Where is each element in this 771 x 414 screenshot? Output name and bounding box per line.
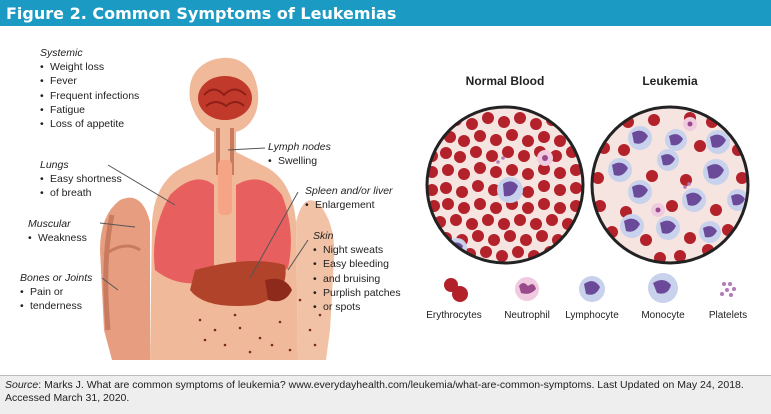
skin-item: Purplish patches: [313, 286, 401, 300]
legend-neutrophil: Neutrophil: [504, 310, 550, 321]
human-body-icon: [100, 57, 335, 360]
systemic-item: Fever: [40, 74, 139, 88]
source-footer: Source: Marks J. What are common symptom…: [0, 375, 771, 414]
systemic-item: Fatigue: [40, 103, 139, 117]
legend-erythrocytes: Erythrocytes: [426, 310, 482, 321]
systemic-item: Loss of appetite: [40, 117, 139, 131]
skin-item: Night sweats: [313, 243, 401, 257]
figure-area: Systemic Weight loss Fever Frequent infe…: [0, 26, 771, 376]
systemic-item: Weight loss: [40, 60, 139, 74]
lungs-item-text: of breath: [50, 187, 92, 200]
spleen-item: Enlargement: [305, 198, 393, 212]
source-label: Source: [5, 379, 39, 391]
monocyte-icon: [648, 273, 678, 303]
platelets-icon: [720, 282, 736, 297]
skin-item-text: and bruising: [323, 272, 381, 285]
bones-heading: Bones or Joints: [20, 272, 93, 284]
lymph-item: Swelling: [268, 154, 331, 168]
spleen-heading: Spleen and/or liver: [305, 185, 393, 197]
bones-label: Bones or Joints Pain or tenderness: [20, 271, 92, 314]
muscular-heading: Muscular: [28, 218, 71, 230]
skin-heading: Skin: [313, 230, 334, 242]
lungs-item: Easy shortness: [40, 172, 122, 186]
bones-item-continued: tenderness: [20, 299, 92, 313]
muscular-item: Weakness: [28, 231, 87, 245]
legend-monocyte: Monocyte: [641, 310, 685, 321]
systemic-label: Systemic Weight loss Fever Frequent infe…: [40, 46, 139, 131]
lymphocyte-icon: [579, 276, 605, 302]
erythrocytes-icon: [444, 278, 468, 302]
lymph-heading: Lymph nodes: [268, 141, 331, 153]
illustration: [99, 57, 750, 360]
figure-header: Figure 2. Common Symptoms of Leukemias: [0, 0, 771, 26]
bones-item-text: tenderness: [30, 300, 82, 313]
systemic-item: Frequent infections: [40, 89, 139, 103]
systemic-heading: Systemic: [40, 47, 83, 59]
leukemia-blood-sample: [592, 107, 748, 263]
bones-item: Pain or: [20, 285, 92, 299]
leukemia-title: Leukemia: [642, 74, 698, 88]
muscular-label: Muscular Weakness: [28, 217, 87, 246]
skin-item-text: or spots: [323, 301, 361, 314]
skin-item-continued: and bruising: [313, 272, 401, 286]
figure-title: Figure 2. Common Symptoms of Leukemias: [6, 4, 397, 23]
legend-lymphocyte: Lymphocyte: [565, 310, 619, 321]
skin-label: Skin Night sweats Easy bleeding and brui…: [313, 229, 401, 314]
normal-blood-sample: [427, 107, 583, 263]
legend-platelets: Platelets: [708, 310, 748, 321]
skin-item-continued: or spots: [313, 300, 401, 314]
lungs-item-continued: of breath: [40, 186, 122, 200]
lungs-label: Lungs Easy shortness of breath: [40, 158, 122, 201]
neutrophil-icon: [515, 277, 539, 301]
source-text: : Marks J. What are common symptoms of l…: [5, 379, 744, 404]
spleen-label: Spleen and/or liver Enlargement: [305, 184, 393, 213]
lungs-heading: Lungs: [40, 159, 69, 171]
leukemia-blood-ring: [590, 105, 750, 265]
skin-item: Easy bleeding: [313, 257, 401, 271]
source-citation: Source: Marks J. What are common symptom…: [5, 379, 765, 405]
lymph-label: Lymph nodes Swelling: [268, 140, 331, 169]
normal-blood-ring: [425, 105, 585, 265]
normal-blood-title: Normal Blood: [465, 74, 545, 88]
